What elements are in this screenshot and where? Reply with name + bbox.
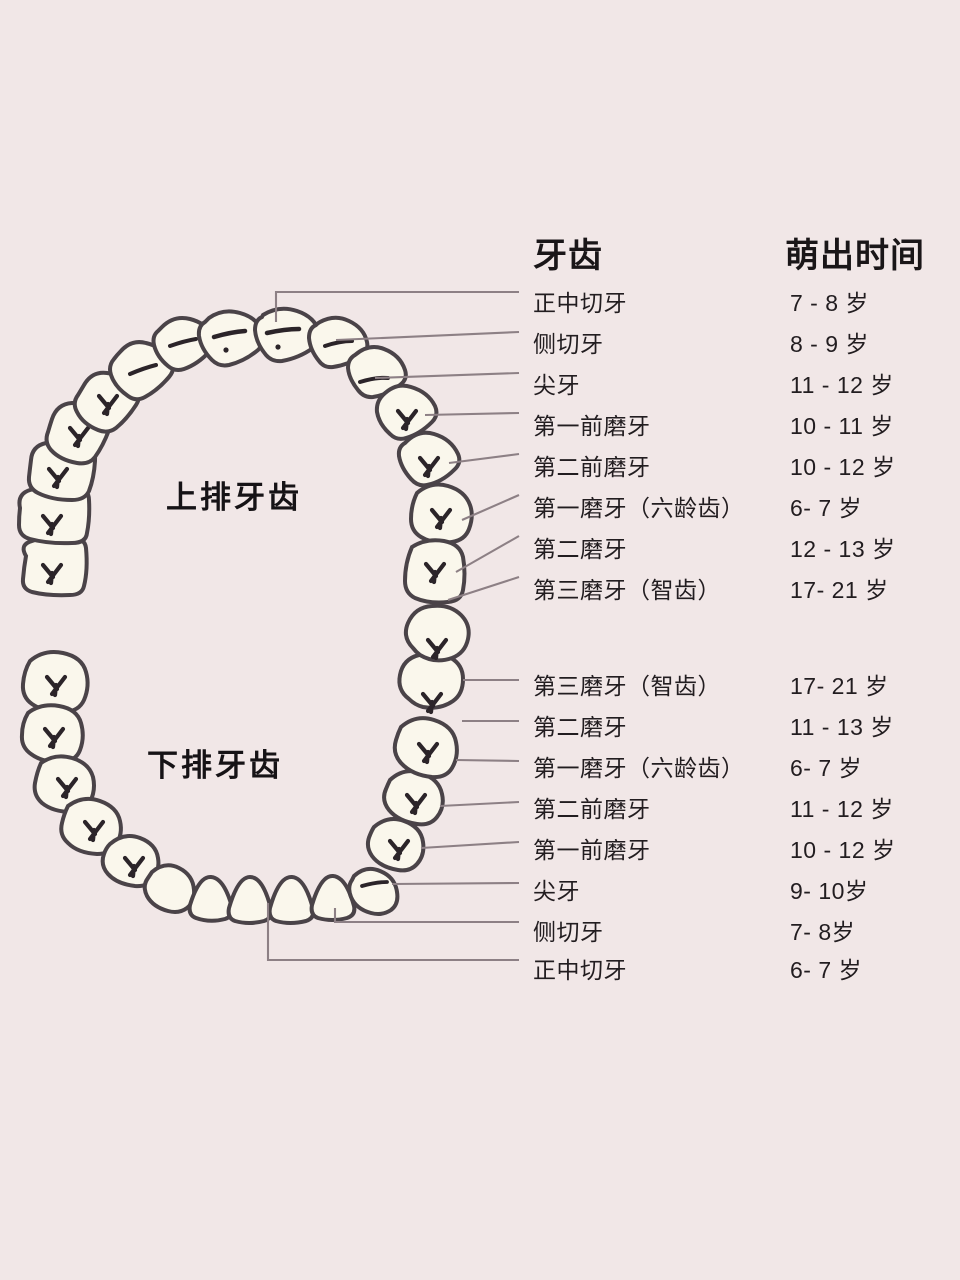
tooth-lower-right-central-incisor: [267, 875, 316, 925]
tooth-name-label: 侧切牙: [533, 331, 604, 357]
tooth-lower-left-third-molar: [20, 650, 90, 715]
tooth-lower-left-second-molar: [19, 703, 85, 765]
lower-arch-title: 下排牙齿: [147, 748, 283, 783]
eruption-age-value: 6- 7 岁: [790, 755, 863, 781]
tooth-lower-right-canine: [347, 866, 400, 916]
eruption-age-value: 10 - 12 岁: [790, 454, 896, 480]
eruption-age-value: 17- 21 岁: [790, 577, 889, 603]
upper-leader-lines: [274, 290, 520, 601]
tooth-lower-right-first-premolar: [365, 817, 426, 873]
upper-arch-title: 上排牙齿: [166, 480, 302, 515]
tooth-name-label: 正中切牙: [533, 290, 627, 316]
eruption-age-value: 17- 21 岁: [790, 673, 889, 699]
eruption-age-value: 12 - 13 岁: [790, 536, 896, 562]
tooth-lower-right-second-premolar: [382, 769, 445, 827]
tooth-upper-right-second-premolar: [396, 430, 462, 488]
eruption-age-value: 11 - 12 岁: [790, 372, 894, 398]
eruption-age-value: 11 - 13 岁: [790, 714, 894, 740]
tooth-name-label: 第三磨牙（智齿）: [533, 577, 721, 603]
leader-upper-1: [274, 290, 519, 322]
eruption-age-value: 6- 7 岁: [790, 957, 863, 983]
tooth-lower-left-central-incisor: [226, 874, 274, 925]
eruption-age-value: 7 - 8 岁: [790, 290, 869, 316]
eruption-age-value: 10 - 12 岁: [790, 837, 896, 863]
tooth-upper-right-central-incisor: [252, 306, 322, 364]
column-header-eruption-time: 萌出时间: [785, 237, 925, 275]
tooth-name-label: 第三磨牙（智齿）: [533, 673, 721, 699]
tooth-name-label: 尖牙: [533, 372, 580, 398]
tooth-name-label: 侧切牙: [533, 919, 604, 945]
column-header-tooth: 牙齿: [533, 237, 603, 275]
eruption-age-value: 6- 7 岁: [790, 495, 863, 521]
lower-leader-lines: [266, 678, 520, 962]
eruption-age-value: 7- 8岁: [790, 919, 856, 945]
tooth-name-label: 第一前磨牙: [533, 837, 651, 863]
eruption-age-value: 11 - 12 岁: [790, 796, 894, 822]
tooth-name-label: 第二前磨牙: [533, 454, 651, 480]
upper-arch-teeth: [16, 306, 474, 605]
tooth-lower-right-second-molar: [397, 651, 466, 712]
tooth-name-label: 第二磨牙: [533, 536, 627, 562]
tooth-lower-right-lateral-incisor: [309, 874, 357, 922]
tooth-name-label: 正中切牙: [533, 957, 627, 983]
tooth-lower-left-lateral-incisor: [187, 875, 235, 923]
tooth-lower-right-third-molar: [403, 603, 471, 663]
tooth-upper-right-second-molar: [402, 538, 467, 605]
tooth-name-label: 第一磨牙（六龄齿）: [533, 495, 745, 521]
tooth-upper-right-first-molar: [408, 482, 474, 545]
tooth-upper-left-central-incisor: [196, 309, 266, 368]
tooth-name-label: 尖牙: [533, 878, 580, 904]
tooth-name-label: 第二前磨牙: [533, 796, 651, 822]
eruption-age-value: 10 - 11 岁: [790, 413, 894, 439]
tooth-upper-left-third-molar: [20, 534, 89, 598]
tooth-lower-left-canine: [142, 863, 197, 914]
eruption-age-value: 8 - 9 岁: [790, 331, 869, 357]
tooth-name-label: 第一磨牙（六龄齿）: [533, 755, 745, 781]
tooth-name-label: 第一前磨牙: [533, 413, 651, 439]
lower-arch-teeth: [19, 603, 471, 925]
tooth-name-label: 第二磨牙: [533, 714, 627, 740]
eruption-age-value: 9- 10岁: [790, 878, 869, 904]
tooth-lower-right-first-molar: [392, 716, 459, 780]
